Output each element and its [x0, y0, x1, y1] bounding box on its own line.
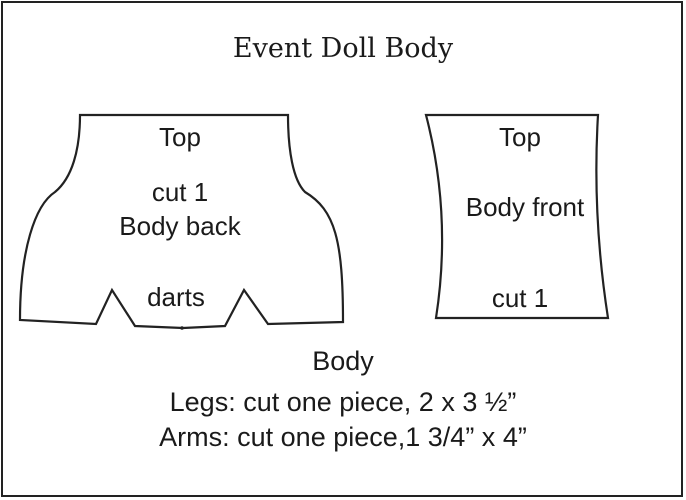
- back-cut-label: cut 1: [151, 177, 209, 207]
- back-name-label: Body back: [119, 211, 241, 241]
- center-notch-mark: [180, 326, 184, 330]
- page-title: Event Doll Body: [232, 33, 454, 64]
- front-top-label: Top: [499, 122, 541, 152]
- back-darts-label: darts: [147, 282, 205, 312]
- body-front-outline: [424, 113, 610, 320]
- body-back-outline: [18, 113, 345, 330]
- instructions-legs: Legs: cut one piece, 2 x 3 ½”: [169, 387, 517, 417]
- instructions-arms: Arms: cut one piece,1 3/4” x 4”: [159, 422, 527, 452]
- front-cut-label: cut 1: [491, 283, 549, 313]
- back-top-label: Top: [159, 122, 201, 152]
- instructions-heading: Body: [312, 346, 374, 376]
- front-name-label: Body front: [465, 192, 585, 222]
